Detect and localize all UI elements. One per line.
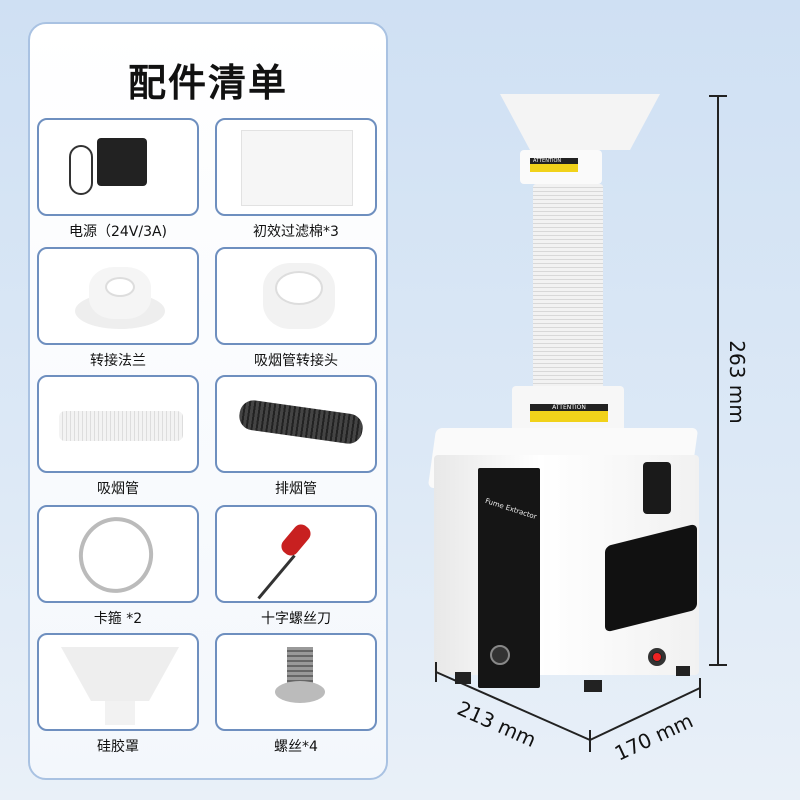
accessory-card (37, 118, 199, 216)
accessory-label: 螺丝*4 (274, 739, 318, 755)
accessory-label: 吸烟管 (97, 481, 139, 497)
accessory-card (215, 633, 377, 731)
funnel-icon (500, 94, 660, 150)
accessory-card (37, 633, 199, 731)
accessory-label: 转接法兰 (90, 353, 146, 369)
warning-label: ATTENTION (530, 158, 578, 172)
accessory-label: 十字螺丝刀 (261, 611, 331, 627)
accessory-label: 初效过滤棉*3 (253, 224, 339, 240)
accessory-card (215, 118, 377, 216)
corrugated-hose (533, 184, 603, 390)
accessory-label: 硅胶罩 (97, 739, 139, 755)
speed-knob (490, 645, 510, 665)
accessory-card (37, 505, 199, 603)
accessory-label: 吸烟管转接头 (254, 353, 338, 369)
accessory-label: 卡箍 *2 (93, 611, 143, 627)
accessory-card (37, 247, 199, 345)
accessory-card (37, 375, 199, 473)
accessory-card (215, 247, 377, 345)
panel-title: 配件清单 (127, 61, 288, 105)
accessory-label: 电源（24V/3A) (68, 224, 168, 240)
height-dimension-line (717, 95, 719, 665)
power-switch (648, 648, 666, 666)
accessory-card (215, 375, 377, 473)
accessory-card (215, 505, 377, 603)
latch (643, 462, 671, 514)
accessory-label: 排烟管 (275, 481, 317, 497)
